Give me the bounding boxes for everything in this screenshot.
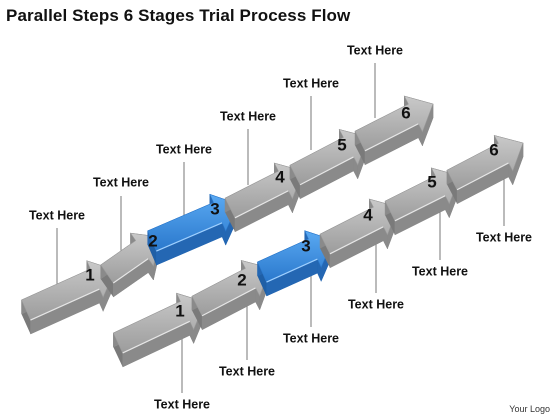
arrow-step-upper-2	[100, 232, 161, 298]
step-number-lower-5: 5	[427, 172, 436, 191]
arrow-step-lower-1	[112, 292, 206, 368]
logo-placeholder: Your Logo	[509, 404, 550, 414]
step-label-lower-3: Text Here	[283, 331, 339, 345]
diagram-title: Parallel Steps 6 Stages Trial Process Fl…	[6, 6, 351, 25]
step-number-upper-2: 2	[148, 231, 157, 250]
step-number-upper-1: 1	[85, 265, 94, 284]
step-label-upper-2: Text Here	[93, 175, 149, 189]
step-label-upper-6: Text Here	[347, 43, 403, 57]
arrow-step-upper-6	[354, 95, 434, 166]
arrow-steps	[21, 95, 524, 368]
step-label-upper-4: Text Here	[220, 109, 276, 123]
arrow-step-lower-6	[446, 134, 524, 205]
arrow-step-lower-4	[319, 198, 399, 269]
step-label-upper-5: Text Here	[283, 76, 339, 90]
step-number-lower-3: 3	[301, 236, 310, 255]
arrow-step-upper-1	[21, 260, 116, 335]
arrow-step-upper-3	[147, 193, 239, 266]
step-label-upper-3: Text Here	[156, 142, 212, 156]
step-label-lower-6: Text Here	[476, 230, 532, 244]
step-number-lower-1: 1	[175, 301, 184, 320]
step-numbers: 1 2 3 4 5 6 1 2 3 4 5 6	[85, 103, 498, 320]
step-label-upper-1: Text Here	[29, 208, 85, 222]
step-number-upper-3: 3	[210, 199, 219, 218]
step-number-upper-4: 4	[275, 167, 285, 186]
step-number-lower-6: 6	[489, 140, 498, 159]
step-number-upper-6: 6	[401, 103, 410, 122]
step-label-lower-5: Text Here	[412, 264, 468, 278]
step-number-lower-2: 2	[237, 270, 246, 289]
step-number-lower-4: 4	[363, 205, 373, 224]
step-label-lower-4: Text Here	[348, 297, 404, 311]
step-number-upper-5: 5	[337, 135, 346, 154]
step-label-lower-2: Text Here	[219, 364, 275, 378]
step-label-lower-1: Text Here	[154, 397, 210, 411]
